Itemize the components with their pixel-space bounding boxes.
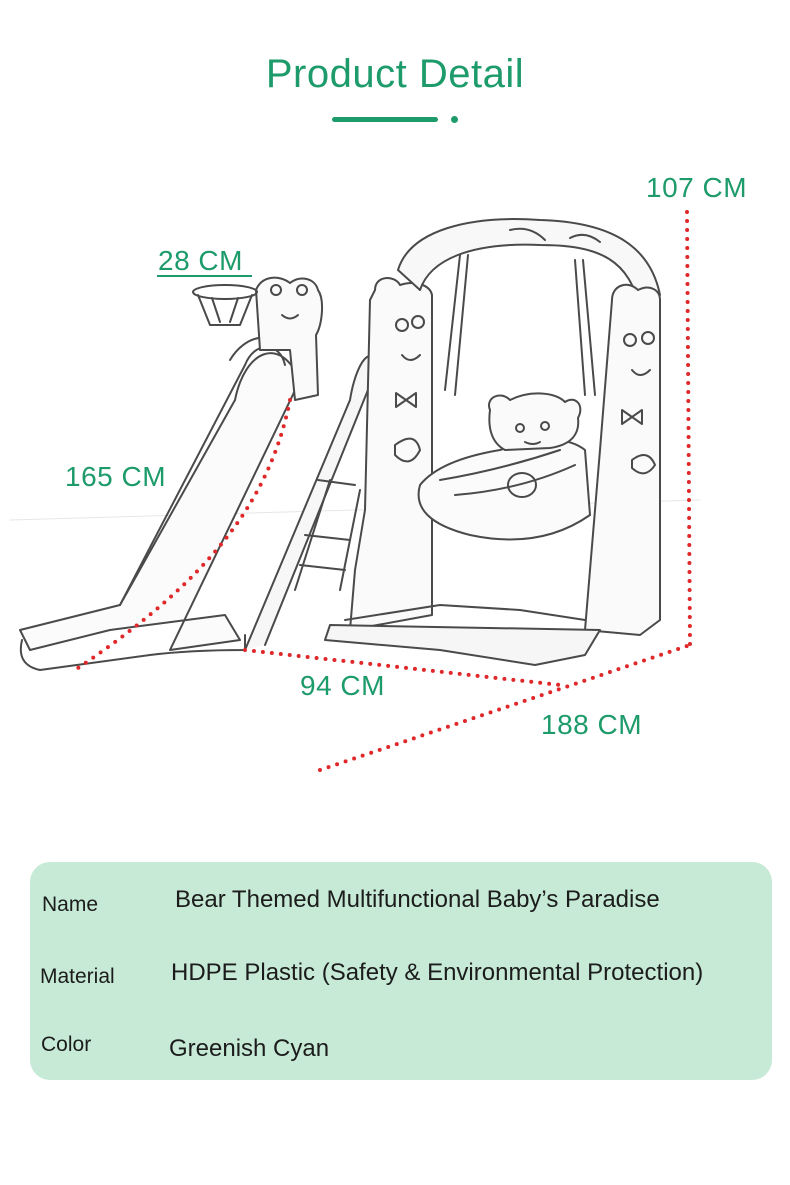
spec-value-color: Greenish Cyan <box>169 1035 330 1062</box>
slide-length-label: 165 CM <box>65 461 167 492</box>
depth-label: 94 CM <box>300 670 385 701</box>
height-dimension-line <box>685 210 692 647</box>
spec-card <box>30 862 772 1080</box>
title-underline-dot <box>451 116 458 123</box>
height-label: 107 CM <box>646 172 748 203</box>
basket-width-marker <box>157 275 252 277</box>
spec-label-name: Name <box>42 893 99 916</box>
depth-dimension-line <box>243 648 562 687</box>
slide-length-dimension-line <box>73 398 292 672</box>
product-illustration <box>9 210 701 772</box>
slide-swing-sketch <box>9 218 701 671</box>
total-length-dimension-line <box>318 643 692 772</box>
title-underline-bar <box>332 117 438 122</box>
spec-value-material: HDPE Plastic (Safety & Environmental Pro… <box>171 959 704 986</box>
dimension-lines <box>73 210 692 772</box>
spec-label-material: Material <box>40 965 115 988</box>
spec-label-color: Color <box>41 1033 92 1056</box>
basket-width-label: 28 CM <box>158 245 243 276</box>
page-title: Product Detail <box>265 52 525 96</box>
spec-value-name: Bear Themed Multifunctional Baby’s Parad… <box>175 886 660 913</box>
total-length-label: 188 CM <box>541 709 643 740</box>
